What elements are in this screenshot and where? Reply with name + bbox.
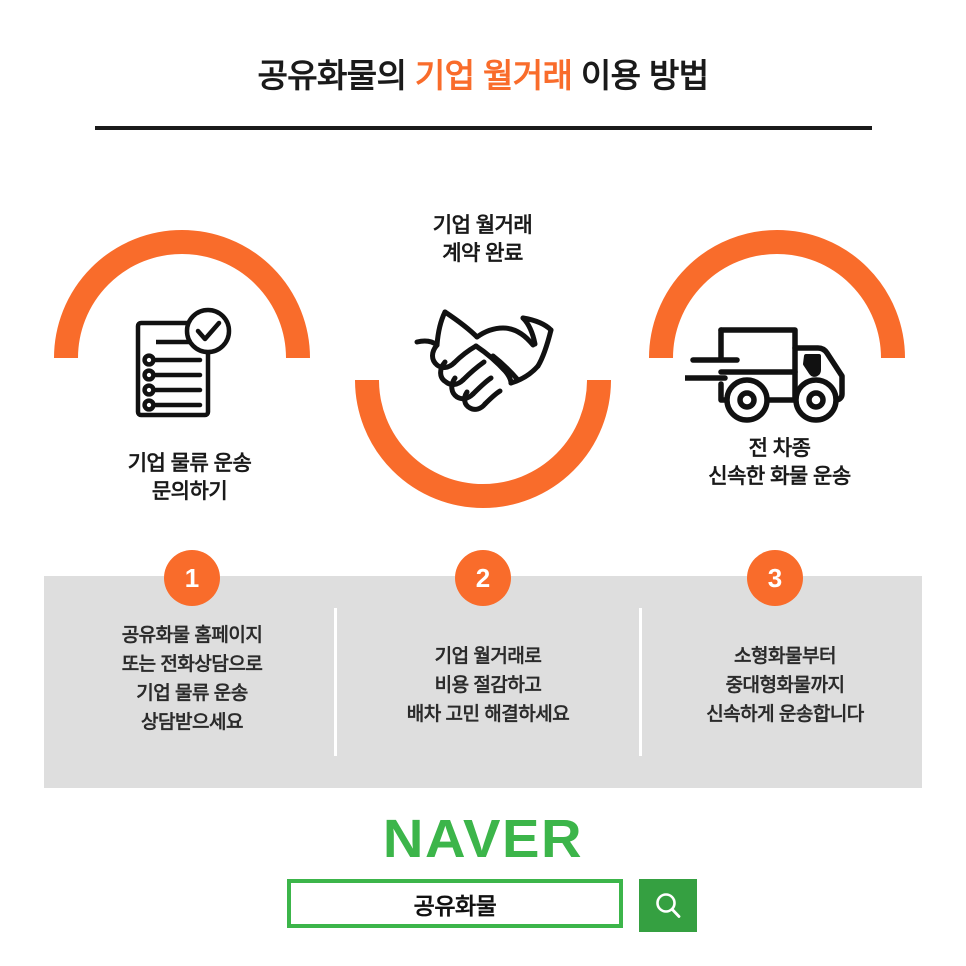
page-title-accent: 기업 월거래 (414, 57, 573, 94)
step-text-2: 기업 월거래로 비용 절감하고 배차 고민 해결하세요 (406, 646, 570, 725)
search-button[interactable] (639, 879, 697, 932)
flow-label-contract: 기업 월거래 계약 완료 (432, 214, 533, 266)
naver-logo: NAVER (382, 809, 584, 869)
delivery-truck-icon (682, 320, 855, 430)
naver-search-row: 공유화물 (287, 879, 697, 932)
page-title-suffix: 이용 방법 (572, 57, 709, 94)
title-divider-rule (95, 126, 872, 130)
step-badge-2: 2 (455, 550, 511, 606)
search-input[interactable]: 공유화물 (287, 879, 623, 928)
step-text-1: 공유화물 홈페이지 또는 전화상담으로 기업 물류 운송 상담받으세요 (121, 625, 263, 733)
flow-label-delivery: 전 차종 신속한 화물 운송 (708, 437, 851, 489)
search-query-text: 공유화물 (413, 892, 497, 919)
arc-bottom-middle (355, 379, 611, 508)
steps-divider-2 (639, 608, 642, 756)
step-badge-3: 3 (747, 550, 803, 606)
clipboard-check-icon (124, 305, 242, 428)
arc-top-left (54, 230, 310, 359)
steps-divider-1 (334, 608, 337, 756)
page-title: 공유화물의 기업 월거래 이용 방법 (0, 56, 966, 96)
step-text-3: 소형화물부터 중대형화물까지 신속하게 운송합니다 (706, 646, 864, 725)
steps-panel (44, 576, 922, 788)
search-icon (656, 892, 681, 918)
flow-stage: 기업 물류 운송 문의하기 기업 월거래 계약 완료 전 차종 신속한 화물 운… (0, 195, 966, 525)
arc-top-right (649, 230, 905, 359)
step-badge-1: 1 (164, 550, 220, 606)
flow-label-inquiry: 기업 물류 운송 문의하기 (127, 452, 252, 504)
handshake-icon (405, 290, 563, 425)
flow-arcs (54, 230, 905, 508)
page-title-prefix: 공유화물의 (257, 57, 415, 94)
